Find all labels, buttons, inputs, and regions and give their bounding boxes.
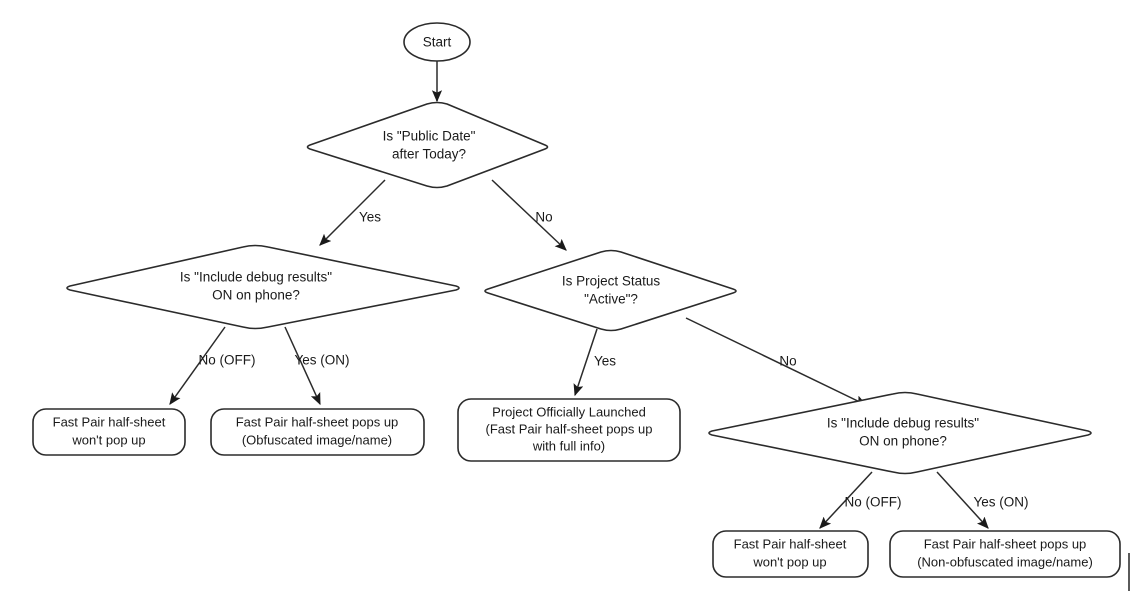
project-status-diamond[interactable] <box>484 249 737 332</box>
edge-debug-left-yes <box>284 326 321 406</box>
edge-public-date-no <box>491 179 567 251</box>
edge-label-public-date-no: No <box>535 210 552 225</box>
node-result-right-no[interactable]: Fast Pair half-sheet won't pop up <box>712 530 869 578</box>
result-left-yes-line1: Fast Pair half-sheet pops up <box>236 414 399 429</box>
public-date-diamond[interactable] <box>306 101 549 189</box>
edge-label-project-status-no: No <box>779 354 796 369</box>
edge-debug-left-no <box>169 326 226 405</box>
public-date-line2: after Today? <box>392 147 466 162</box>
result-launched-line3: with full info) <box>532 438 605 453</box>
node-result-left-yes[interactable]: Fast Pair half-sheet pops up (Obfuscated… <box>210 408 425 456</box>
edge-label-project-status-yes: Yes <box>594 354 616 369</box>
debug-right-line1: Is "Include debug results" <box>827 416 979 431</box>
edge-label-debug-left-no: No (OFF) <box>199 353 256 368</box>
right-edge-artifact <box>1128 553 1130 591</box>
edge-debug-right-yes <box>936 471 989 529</box>
result-right-no-box[interactable] <box>712 530 869 578</box>
debug-right-line2: ON on phone? <box>859 434 947 449</box>
edge-label-debug-left-yes: Yes (ON) <box>294 353 349 368</box>
edge-project-status-yes <box>573 328 598 397</box>
edge-labels-group: Yes No No (OFF) Yes (ON) Yes No No (OFF)… <box>199 210 1029 510</box>
result-left-no-line1: Fast Pair half-sheet <box>53 414 166 429</box>
node-result-left-no[interactable]: Fast Pair half-sheet won't pop up <box>32 408 186 456</box>
node-decision-project-status[interactable]: Is Project Status "Active"? <box>484 249 737 332</box>
project-status-line2: "Active"? <box>584 292 638 307</box>
project-status-line1: Is Project Status <box>562 274 661 289</box>
node-start[interactable]: Start <box>403 22 471 62</box>
result-right-yes-line2: (Non-obfuscated image/name) <box>917 554 1093 569</box>
public-date-line1: Is "Public Date" <box>383 129 476 144</box>
result-right-yes-line1: Fast Pair half-sheet pops up <box>924 536 1087 551</box>
result-right-no-line1: Fast Pair half-sheet <box>734 536 847 551</box>
result-left-yes-box[interactable] <box>210 408 425 456</box>
result-left-no-box[interactable] <box>32 408 186 456</box>
node-decision-debug-left[interactable]: Is "Include debug results" ON on phone? <box>66 244 460 330</box>
debug-left-diamond[interactable] <box>66 244 460 330</box>
edge-debug-right-no <box>819 471 873 529</box>
edge-label-debug-right-yes: Yes (ON) <box>973 495 1028 510</box>
result-right-yes-box[interactable] <box>889 530 1121 578</box>
node-decision-public-date[interactable]: Is "Public Date" after Today? <box>306 101 549 189</box>
debug-left-line2: ON on phone? <box>212 288 300 303</box>
result-launched-line2: (Fast Pair half-sheet pops up <box>486 421 653 436</box>
edges-group <box>169 61 989 529</box>
start-label: Start <box>423 35 452 50</box>
result-left-no-line2: won't pop up <box>71 432 145 447</box>
result-left-yes-line2: (Obfuscated image/name) <box>242 432 392 447</box>
result-launched-line1: Project Officially Launched <box>492 404 646 419</box>
edge-label-public-date-yes: Yes <box>359 210 381 225</box>
edge-public-date-yes <box>319 179 386 246</box>
result-launched-box[interactable] <box>457 398 681 462</box>
debug-right-diamond[interactable] <box>708 391 1092 475</box>
node-decision-debug-right[interactable]: Is "Include debug results" ON on phone? <box>708 391 1092 475</box>
edge-project-status-no <box>685 317 868 406</box>
result-right-no-line2: won't pop up <box>752 554 826 569</box>
start-ellipse[interactable] <box>403 22 471 62</box>
edge-label-debug-right-no: No (OFF) <box>845 495 902 510</box>
debug-left-line1: Is "Include debug results" <box>180 270 332 285</box>
node-result-launched[interactable]: Project Officially Launched (Fast Pair h… <box>457 398 681 462</box>
node-result-right-yes[interactable]: Fast Pair half-sheet pops up (Non-obfusc… <box>889 530 1121 578</box>
